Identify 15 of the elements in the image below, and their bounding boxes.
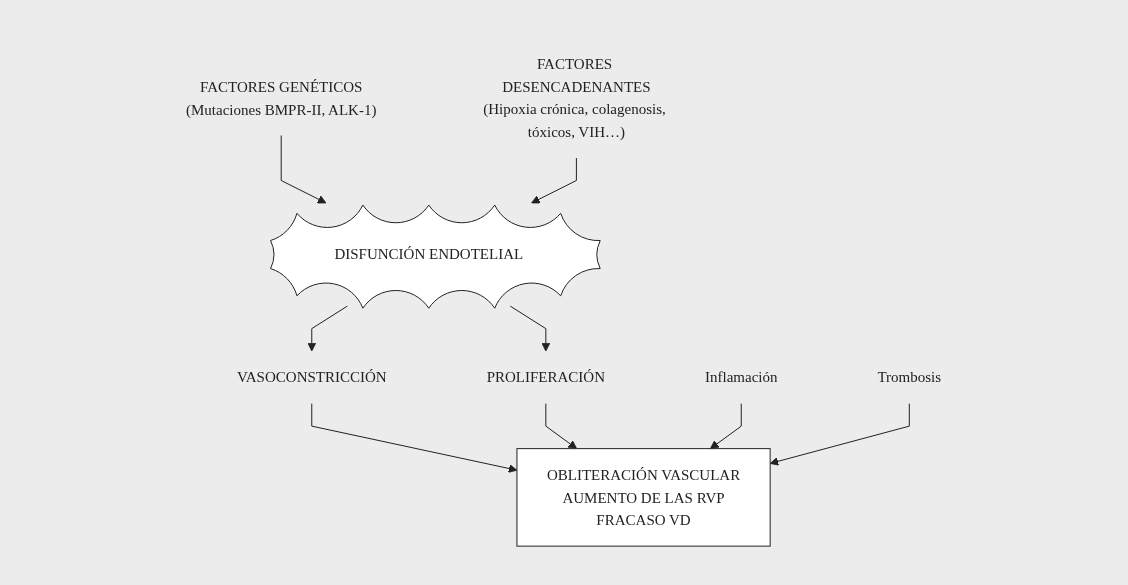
arrow bbox=[281, 135, 327, 204]
arrow bbox=[307, 306, 349, 352]
arrow bbox=[545, 403, 578, 450]
node-text: FACTORES DESENCADENANTES (Hipoxia crónica, colagenosis, tóxicos, VIH…) bbox=[483, 56, 667, 140]
arrow bbox=[510, 306, 551, 352]
node-text: PROLIFERACIÓN bbox=[487, 369, 606, 386]
arrow bbox=[770, 403, 911, 467]
arrow bbox=[710, 403, 743, 450]
node-text: Inflamación bbox=[705, 369, 778, 386]
arrow bbox=[311, 403, 518, 474]
node-box: OBLITERACIÓN VASCULAR AUMENTO DE LAS RVP FRACASO VD bbox=[516, 448, 772, 548]
node-text: Trombosis bbox=[877, 369, 942, 386]
arrow bbox=[531, 157, 578, 204]
node-text: VASOCONSTRICCIÓN bbox=[237, 369, 388, 386]
node-text: FACTORES GENÉTICOS (Mutaciones BMPR-II, ALK-1) bbox=[186, 78, 377, 118]
